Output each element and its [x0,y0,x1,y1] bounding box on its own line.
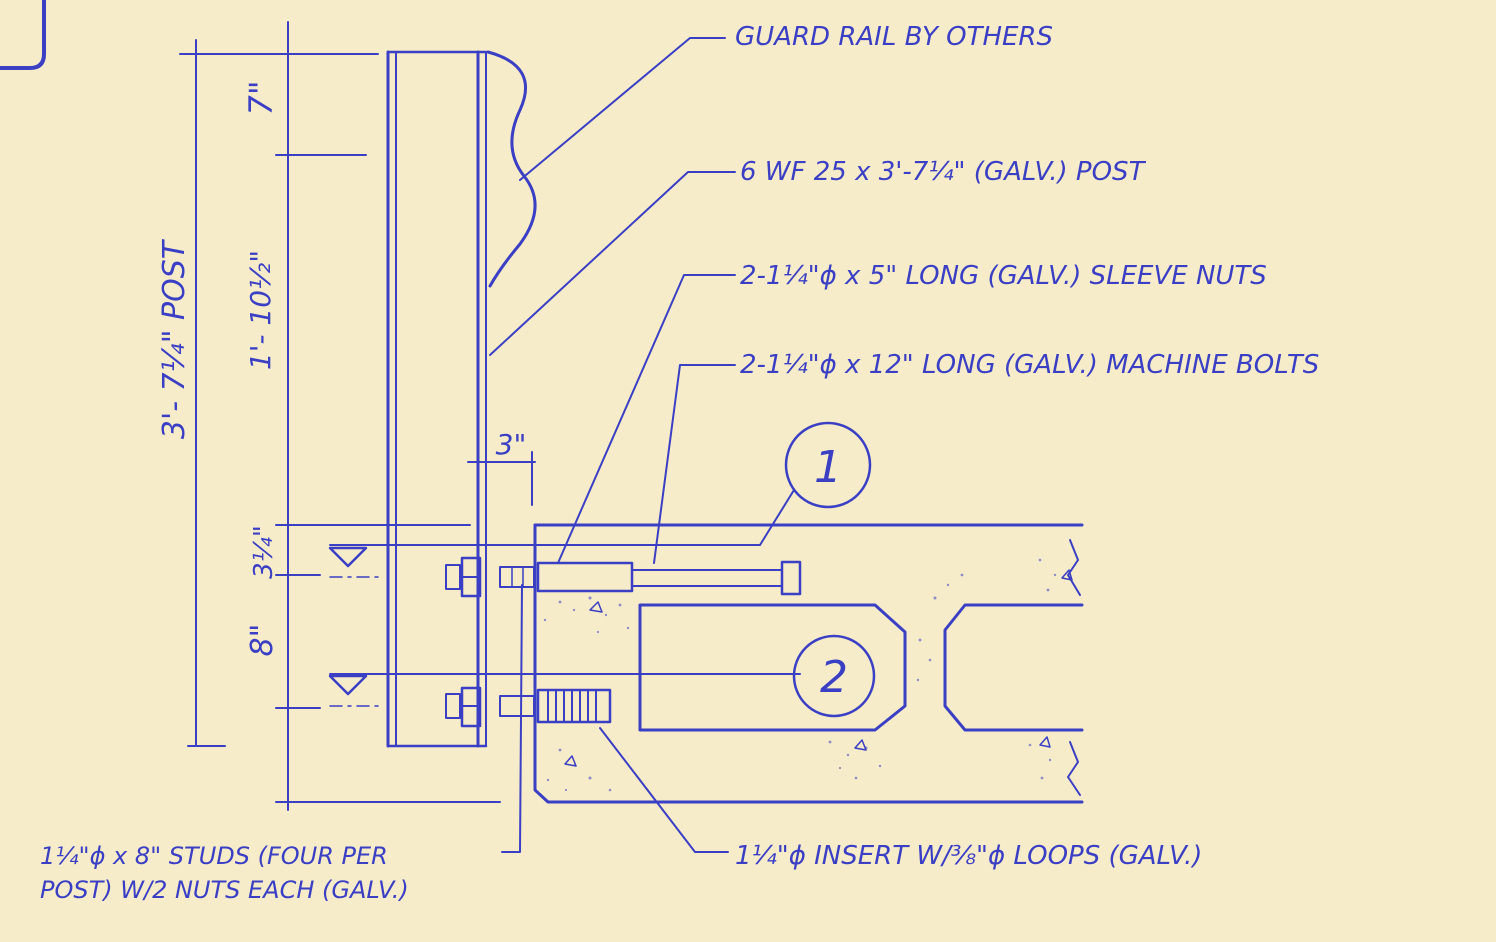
leader-lines [489,37,736,853]
callout-circle-2 [792,634,876,718]
border-fragment [0,0,46,70]
label-studs-line-2: POST) W/2 NUTS EACH (GALV.) [40,876,409,904]
dim-overall-post: 3'- 7¼" POST [157,238,192,439]
dim-top: 7" [242,80,280,115]
weld-symbols [328,544,801,707]
lower-bolt-assembly [445,686,612,728]
label-insert: 1¼"ϕ INSERT W/⅜"ϕ LOOPS (GALV.) [735,841,1202,871]
callout-2-number: 2 [820,652,848,703]
concrete-stipple [543,558,1057,792]
guard-rail-profile [486,50,537,288]
callout-circle-1 [784,421,872,509]
dim-bolt-spacing: 8" [245,624,280,657]
label-sleeve-nuts: 2-1¼"ϕ x 5" LONG (GALV.) SLEEVE NUTS [740,261,1267,291]
dim-upper-bolt: 3¼" [249,525,279,579]
concrete-section [533,523,1084,804]
label-studs-line-1: 1¼"ϕ x 8" STUDS (FOUR PER [40,842,388,870]
dim-offset: 3" [496,428,527,461]
callout-1-number: 1 [814,442,842,493]
label-machine-bolts: 2-1¼"ϕ x 12" LONG (GALV.) MACHINE BOLTS [740,350,1319,380]
dimension-lines [179,21,536,811]
callout-1-leader [759,489,795,546]
dim-upper: 1'- 10½" [244,250,277,370]
label-post: 6 WF 25 x 3'-7¼" (GALV.) POST [740,157,1147,187]
upper-bolt-assembly [445,556,802,598]
wf-post [386,50,488,748]
label-guard-rail: GUARD RAIL BY OTHERS [735,22,1053,52]
